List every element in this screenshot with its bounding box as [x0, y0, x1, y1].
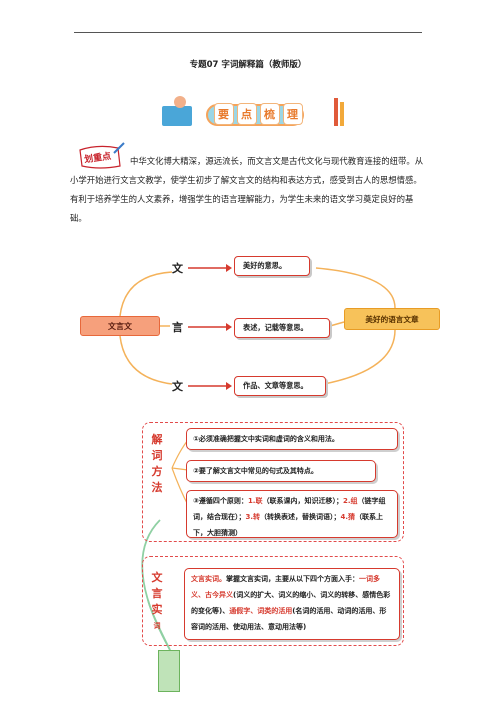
shici-text-1: 掌握文言实词，主要从以下四个方面入手： — [226, 575, 359, 583]
banner-illustration — [162, 96, 344, 126]
label-jieci-fangfa: 解 词 方 法 — [150, 432, 164, 496]
principle-zhuan-note: （转换表述，替换词语）； — [260, 513, 341, 521]
shici-panel — [142, 556, 404, 646]
pencil-icon-2 — [340, 102, 344, 126]
method-2: ②要了解文言文中常见的句式及其特点。 — [186, 460, 376, 482]
principle-lian: 1.联 — [247, 497, 263, 505]
char-yan: 言 — [172, 321, 183, 334]
label-char: 词 — [151, 449, 163, 462]
principle-zu-note: （链字组词，结合现在）； — [193, 497, 386, 521]
label-char: 解 — [151, 433, 163, 446]
shici-content: 文言实词。掌握文言实词，主要从以下四个方面入手：一词多义、古今异义(词义的扩大、… — [184, 568, 400, 640]
principle-cai-note: （联系上下，大胆猜测） — [193, 513, 384, 537]
pen-icon — [112, 140, 126, 159]
document-title: 专题07 字词解释篇（教师版） — [189, 60, 307, 70]
meaning-1: 美好的意思。 — [234, 256, 310, 276]
label-char: 言 — [151, 587, 163, 600]
char-wen-2: 文 — [172, 380, 183, 393]
meaning-2: 表述，记载等意思。 — [234, 318, 330, 338]
node-beautiful-language: 美好的语言文章 — [344, 308, 440, 330]
label-char: 词 — [153, 622, 161, 630]
label-char: 法 — [151, 481, 163, 494]
intro-paragraph: 中华文化博大精深，源远流长，而文言文是古代文化与现代教育连接的纽带。从小学开始进… — [70, 156, 424, 223]
principle-cai: 4.猜 — [340, 513, 356, 521]
method-panel — [142, 422, 404, 542]
method-3-prefix: ③遵循四个原则： — [193, 497, 248, 505]
header-rule — [74, 32, 422, 33]
shici-head: 文言实词。 — [191, 575, 226, 583]
label-char: 方 — [151, 465, 163, 478]
banner-char: 要 — [213, 103, 234, 125]
banner-char: 理 — [282, 103, 303, 125]
shici-highlight-1: 一词多义、古今异义 — [191, 575, 380, 599]
meaning-3: 作品、文章等意思。 — [234, 376, 326, 396]
shici-highlight-2: 通假字、词类的活用 — [229, 607, 293, 615]
label-char: 实 — [151, 603, 163, 616]
root-node-green — [158, 650, 180, 692]
node-wenyanwen: 文言文 — [80, 316, 160, 336]
principle-zu: 2.组 — [342, 497, 358, 505]
book-icon — [162, 106, 192, 126]
banner-title: 要 点 梳 理 — [212, 103, 304, 125]
shici-text-2: (词义的扩大、词义的缩小、词义的转移、感情色彩的变化等)、 — [191, 591, 391, 615]
pencil-icon — [334, 98, 338, 126]
section-banner — [158, 94, 348, 130]
label-char: 文 — [151, 571, 163, 584]
banner-char: 梳 — [259, 103, 280, 125]
shici-text-3: (名词的活用、动词的活用、形容词的活用、使动用法、意动用法等) — [191, 607, 387, 631]
label-wenyan-shici: 文 言 实 词 — [150, 570, 164, 634]
method-3: ③遵循四个原则：1.联（联系课内，知识迁移）；2.组（链字组词，结合现在）；3.… — [186, 490, 398, 538]
child-icon — [174, 96, 186, 108]
principle-lian-note: （联系课内，知识迁移）； — [262, 497, 343, 505]
char-wen-1: 文 — [172, 262, 183, 275]
banner-char: 点 — [236, 103, 257, 125]
method-1: ①必须准确把握文中实词和虚词的含义和用法。 — [186, 428, 398, 450]
principle-zhuan: 3.转 — [245, 513, 261, 521]
highlight-stamp — [78, 144, 122, 170]
